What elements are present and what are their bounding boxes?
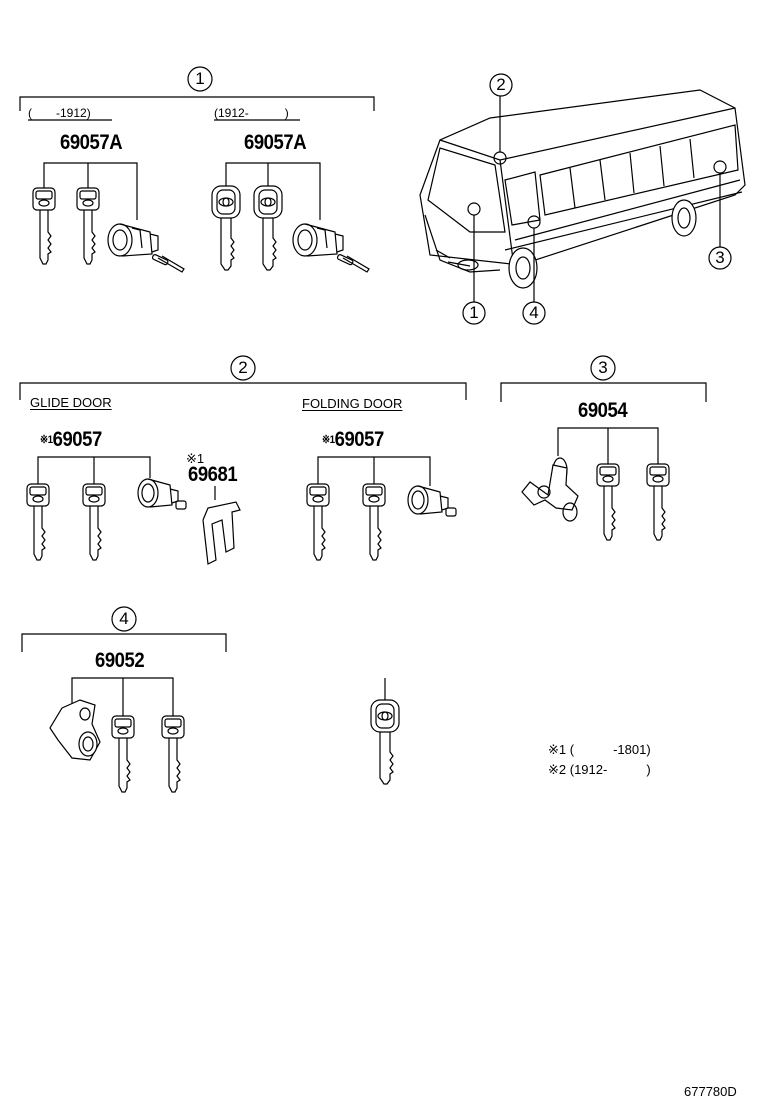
van-callout-circle-4 <box>522 301 546 325</box>
van-illustration <box>419 73 746 325</box>
folding-group-leader <box>317 456 431 486</box>
right-group-leader <box>225 162 321 220</box>
glide-key-1 <box>26 483 50 561</box>
s3-key-2 <box>646 463 670 541</box>
section-3-part-number: 69054 <box>578 399 628 422</box>
section-1-bracket <box>19 96 375 111</box>
van-callout-3: 3 <box>715 248 725 267</box>
s4-key-2 <box>161 715 185 793</box>
section-1-number: 1 <box>195 69 205 88</box>
right-key-1 <box>211 185 241 271</box>
callout-circle-2 <box>230 355 256 381</box>
part-number-69057a-right: 69057A <box>244 131 307 154</box>
right-lock-cylinder <box>292 223 370 273</box>
glide-key-2 <box>82 483 106 561</box>
glide-door-label: GLIDE DOOR <box>30 395 112 410</box>
glide-group-leader <box>37 456 151 486</box>
part-number-69057a-left: 69057A <box>60 131 123 154</box>
single-transponder-key <box>370 699 400 785</box>
van-callout-circle-3 <box>708 246 732 270</box>
callout-circle-4 <box>111 606 137 632</box>
section-1-right-range: (1912- ) <box>214 106 289 120</box>
folding-key-2 <box>362 483 386 561</box>
callout-circle-1 <box>187 66 213 92</box>
left-key-1 <box>32 187 56 265</box>
section-4-leader <box>71 677 174 718</box>
section-2-number: 2 <box>238 358 248 377</box>
section-4-bracket <box>21 633 227 652</box>
section-2-bracket <box>19 382 467 400</box>
s4-lock-assembly <box>49 699 101 761</box>
folding-key-1 <box>306 483 330 561</box>
diagram-id: 677780D <box>684 1084 737 1099</box>
clip-part-number: 69681 <box>188 463 238 486</box>
glide-part-number: ※169057 <box>40 428 102 451</box>
left-lock-cylinder <box>107 223 185 273</box>
van-callout-circle-2 <box>489 73 513 97</box>
section-1 <box>19 66 375 273</box>
s3-key-1 <box>596 463 620 541</box>
section-1-left-range: ( -1912) <box>28 106 91 120</box>
left-key-2 <box>76 187 100 265</box>
section-2 <box>19 355 467 565</box>
van-callout-circle-1 <box>462 301 486 325</box>
s4-key-1 <box>111 715 135 793</box>
section-3-leader <box>557 427 659 466</box>
section-4 <box>21 606 227 793</box>
section-4-number: 4 <box>119 609 129 628</box>
left-group-leader <box>43 162 138 220</box>
van-callout-2: 2 <box>496 75 506 94</box>
folding-door-label: FOLDING DOOR <box>302 396 403 411</box>
callout-circle-3 <box>590 355 616 381</box>
folding-part-number: ※169057 <box>322 428 384 451</box>
footnote-1: ※1 ( -1801) <box>548 742 651 757</box>
van-callout-1: 1 <box>469 303 479 322</box>
section-3-number: 3 <box>598 358 608 377</box>
right-key-2 <box>253 185 283 271</box>
section-3 <box>500 355 707 541</box>
clip-part <box>202 486 241 565</box>
clip-mark: ※1 <box>186 451 205 466</box>
footnote-2: ※2 (1912- ) <box>548 762 651 777</box>
single-key <box>370 678 400 785</box>
folding-lock-cylinder <box>407 485 457 517</box>
section-4-part-number: 69052 <box>95 649 145 672</box>
van-callout-4: 4 <box>529 303 539 322</box>
s3-lock-assembly <box>521 457 579 522</box>
glide-lock-cylinder <box>137 478 187 510</box>
section-3-bracket <box>500 382 707 402</box>
